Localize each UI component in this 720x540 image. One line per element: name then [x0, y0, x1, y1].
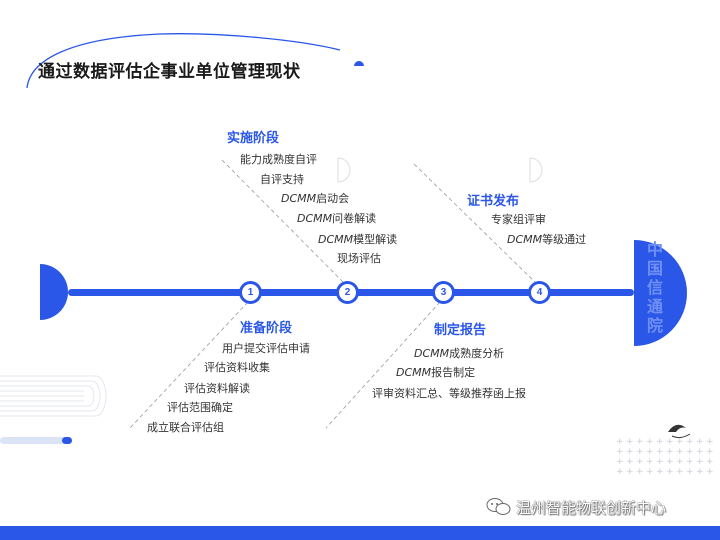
stage-item: DCMM模型解读 — [318, 233, 398, 246]
svg-text:+: + — [676, 447, 684, 457]
page-title: 通过数据评估企事业单位管理现状 — [38, 62, 301, 82]
svg-text:+: + — [656, 437, 664, 447]
svg-text:+: + — [656, 457, 664, 467]
svg-text:+: + — [616, 437, 624, 447]
stage-title-preparation: 准备阶段 — [240, 321, 293, 336]
svg-text:+: + — [626, 467, 634, 477]
stage-item: 现场评估 — [337, 252, 381, 265]
svg-text:+: + — [676, 457, 684, 467]
stage-item: DCMM成熟度分析 — [414, 347, 505, 360]
svg-text:+: + — [706, 447, 714, 457]
protractor-shape — [529, 157, 543, 183]
org-vertical-label: 中国信通院 — [646, 240, 663, 335]
svg-text:+: + — [636, 437, 644, 447]
stage-title-implementation: 实施阶段 — [227, 131, 280, 146]
stage-item: DCMM等级通过 — [507, 233, 587, 246]
title-dot — [354, 61, 364, 66]
svg-text:+: + — [616, 467, 624, 477]
wechat-icon — [486, 498, 511, 515]
svg-text:+: + — [636, 467, 644, 477]
stage-item: 用户提交评估申请 — [222, 342, 310, 355]
decorative-stripes — [0, 375, 107, 417]
stage-item: 评审资料汇总、等级推荐函上报 — [372, 387, 526, 400]
svg-text:+: + — [626, 437, 634, 447]
stage-item: DCMM报告制定 — [396, 366, 476, 379]
decorative-bar — [0, 437, 72, 444]
svg-text:+: + — [686, 457, 694, 467]
stage-item: 评估范围确定 — [167, 401, 233, 414]
stage-item: 成立联合评估组 — [147, 421, 224, 434]
stage-item: 能力成熟度自评 — [240, 153, 317, 166]
svg-text:+: + — [626, 447, 634, 457]
svg-text:+: + — [696, 437, 704, 447]
stage-item: DCMM启动会 — [281, 192, 350, 205]
decorative-bar-end — [62, 437, 72, 444]
svg-text:+: + — [706, 437, 714, 447]
svg-text:+: + — [706, 457, 714, 467]
svg-text:+: + — [676, 467, 684, 477]
svg-text:+: + — [686, 437, 694, 447]
svg-text:+: + — [666, 437, 674, 447]
stage-item: 评估资料收集 — [204, 361, 270, 374]
svg-text:+: + — [616, 457, 624, 467]
svg-text:+: + — [696, 457, 704, 467]
svg-text:+: + — [666, 447, 674, 457]
svg-text:+: + — [676, 437, 684, 447]
bird-icon — [668, 424, 686, 432]
timeline-node-2: 2 — [338, 283, 357, 302]
svg-text:+: + — [646, 437, 654, 447]
title-arc — [26, 33, 341, 89]
stage-item: 自评支持 — [260, 173, 304, 186]
svg-text:+: + — [656, 447, 664, 457]
stage-item: 评估资料解读 — [184, 382, 250, 395]
svg-text:+: + — [656, 467, 664, 477]
timeline-node-4: 4 — [530, 283, 549, 302]
stage-title-certificate: 证书发布 — [467, 194, 520, 209]
svg-text:+: + — [706, 467, 714, 477]
stage-item: DCMM问卷解读 — [297, 212, 377, 225]
svg-text:+: + — [666, 457, 674, 467]
right-half-circle — [634, 240, 688, 346]
svg-text:+: + — [646, 457, 654, 467]
plus-pattern: ++++++++++++++++++++++++++++++++++++++++ — [616, 437, 714, 477]
watermark-text: 温州智能物联创新中心 — [516, 500, 667, 517]
timeline-node-3: 3 — [434, 283, 453, 302]
fishbone-line-bottom-1 — [129, 301, 249, 429]
svg-text:+: + — [616, 447, 624, 457]
protractor-shape — [337, 157, 351, 183]
svg-text:+: + — [626, 457, 634, 467]
fishbone-line-top-1 — [221, 159, 345, 284]
svg-text:+: + — [686, 467, 694, 477]
svg-text:+: + — [646, 467, 654, 477]
bird-icon-wing — [671, 433, 691, 439]
fishbone-line-top-2 — [413, 163, 537, 284]
timeline-node-1: 1 — [241, 283, 260, 302]
svg-text:+: + — [646, 447, 654, 457]
svg-text:+: + — [686, 447, 694, 457]
svg-text:+: + — [666, 467, 674, 477]
svg-text:+: + — [636, 447, 644, 457]
stage-item: 专家组评审 — [491, 213, 546, 226]
left-half-circle — [40, 264, 68, 320]
stage-title-report: 制定报告 — [434, 323, 487, 338]
bottom-bar — [0, 526, 720, 540]
fishbone-line-bottom-2 — [325, 301, 441, 429]
svg-text:+: + — [696, 447, 704, 457]
svg-text:+: + — [636, 457, 644, 467]
svg-text:+: + — [696, 467, 704, 477]
